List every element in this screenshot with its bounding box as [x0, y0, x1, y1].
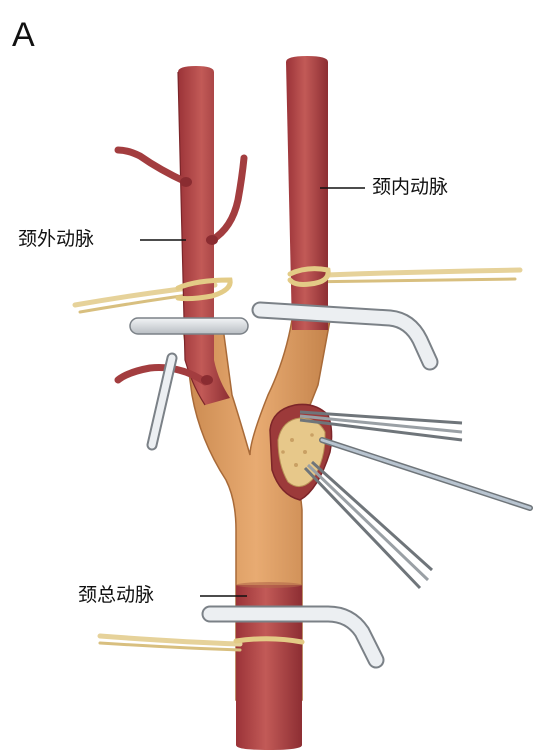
lower-clamp — [201, 605, 385, 669]
forceps-instruments — [299, 410, 533, 590]
lower-suture-strands — [97, 633, 305, 652]
panel-letter: A — [12, 16, 35, 54]
internal-carotid-loop — [287, 266, 331, 287]
label-common-carotid: 颈总动脉 — [78, 584, 155, 606]
external-carotid-loop — [175, 277, 233, 302]
common-carotid-artery — [236, 582, 302, 750]
upper-clamps — [129, 301, 439, 451]
label-external-carotid: 颈外动脉 — [18, 228, 95, 250]
internal-carotid-artery — [286, 56, 328, 330]
label-internal-carotid: 颈内动脉 — [372, 176, 449, 198]
leader-lines — [140, 187, 365, 597]
